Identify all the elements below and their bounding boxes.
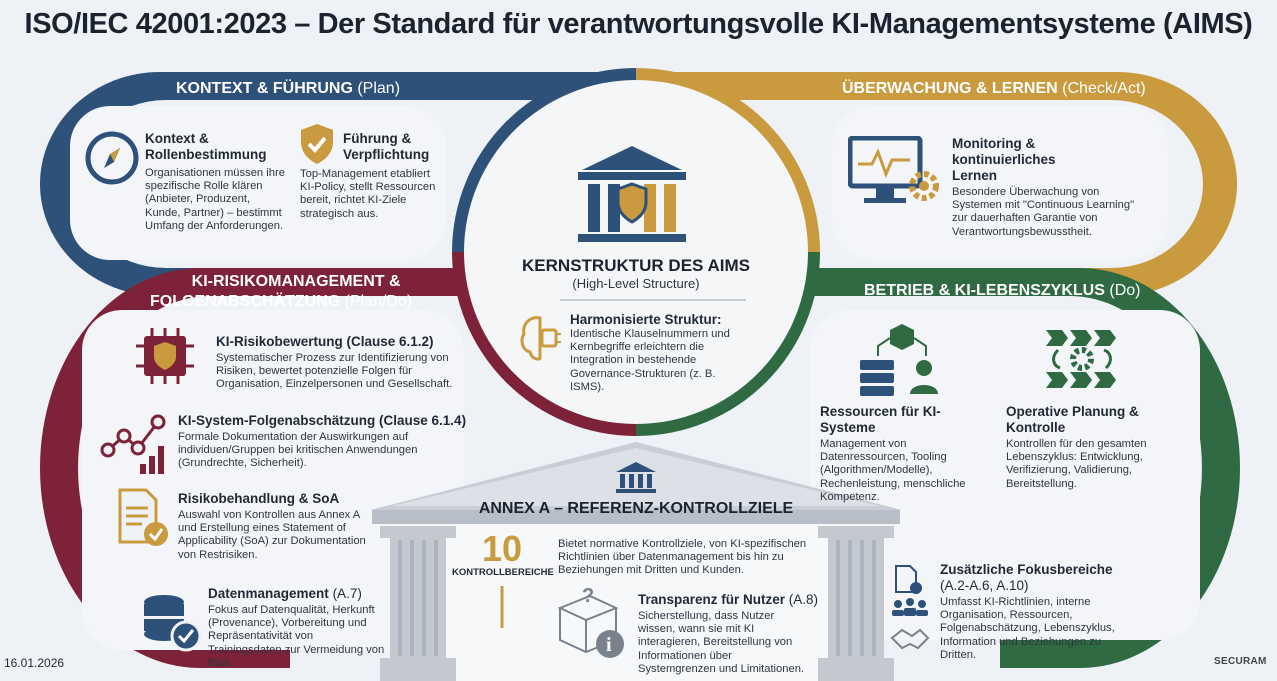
institution-icon [616, 462, 656, 493]
document-check-icon [118, 488, 168, 546]
monitor-gear-icon [848, 136, 939, 203]
document-check-icon [895, 565, 922, 594]
chip-shield-icon [136, 328, 194, 384]
people-icon [892, 598, 928, 616]
data-management-item: Datenmanagement (A.7) Fokus auf Datenqua… [208, 586, 385, 669]
compass-icon [85, 131, 139, 185]
annex-count-label: KONTROLLBEREICHE [452, 567, 554, 578]
annex-title: ANNEX A – REFERENZ-KONTROLLZIELE [478, 500, 794, 517]
operational-planning-item: Operative Planung & Kontrolle Kontrollen… [1006, 404, 1147, 490]
focus-areas-item: Zusätzliche Fokusbereiche (A.2-A.6, A.10… [940, 562, 1115, 661]
resources-item: Ressourcen für KI-Systeme Management von… [820, 404, 966, 503]
institution-shield-icon [578, 146, 686, 242]
database-check-icon [144, 595, 202, 652]
context-role-item: Kontext & Rollenbestimmung Organisatione… [145, 131, 285, 232]
footer-logo: SECURAM [1214, 656, 1267, 667]
center-title: KERNSTRUKTUR DES AIMS [522, 256, 750, 275]
resources-network-icon [860, 324, 938, 396]
monitoring-item: Monitoring & kontinuierliches Lernen Bes… [952, 136, 1135, 238]
risk-assessment-item: KI-Risikobewertung (Clause 6.1.2) System… [216, 334, 453, 391]
svg-text:i: i [606, 634, 612, 656]
box-info-icon: ? i [557, 585, 624, 658]
center-subtitle: (High-Level Structure) [572, 276, 700, 291]
transparency-item: Transparenz für Nutzer (A.8) Sicherstell… [638, 592, 819, 675]
svg-text:?: ? [582, 585, 594, 607]
annex-count-desc: Bietet normative Kontrollziele, von KI-s… [558, 538, 807, 577]
risk-treatment-item: Risikobehandlung & SoA Auswahl von Kontr… [178, 491, 366, 561]
annex-count: 10 [481, 528, 523, 569]
page-title: ISO/IEC 42001:2023 – Der Standard für ve… [24, 8, 1253, 40]
footer-date: 16.01.2026 [4, 656, 65, 670]
chart-network-icon [100, 414, 166, 474]
monitoring-heading: ÜBERWACHUNG & LERNEN (Check/Act) [842, 80, 1146, 97]
process-gear-icon [1046, 330, 1116, 388]
handshake-icon [890, 628, 930, 650]
context-leadership-title: Führung & Verpflichtung [343, 131, 430, 162]
center-circle [464, 80, 808, 424]
annex-column-left [380, 526, 456, 681]
focus-icons [890, 565, 930, 650]
operation-heading: BETRIEB & KI-LEBENSZYKLUS (Do) [864, 282, 1141, 299]
center-item: Harmonisierte Struktur: Identische Klaus… [570, 312, 730, 393]
context-heading: KONTEXT & FÜHRUNG (Plan) [176, 80, 401, 97]
context-leadership-desc: Top-Management etabliert KI-Policy, stel… [300, 168, 436, 220]
brain-chip-icon [520, 316, 561, 361]
shield-check-icon [301, 124, 333, 164]
risk-heading: KI-RISIKOMANAGEMENT & FOLGENABSCHÄTZUNG … [150, 273, 413, 310]
impact-assessment-item: KI-System-Folgenabschätzung (Clause 6.1.… [178, 413, 467, 470]
